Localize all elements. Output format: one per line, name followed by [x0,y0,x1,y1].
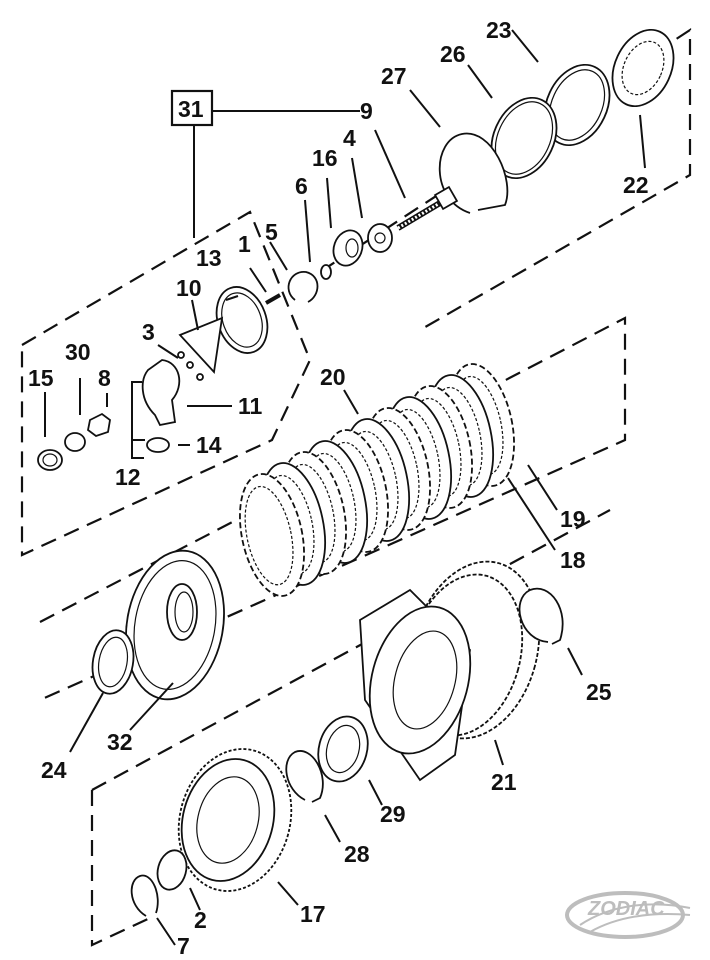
bearing-29 [317,715,369,783]
label-2: 2 [194,907,207,933]
ramp-11 [141,359,181,427]
label-11: 11 [238,393,263,419]
label-27: 27 [381,63,407,89]
kit-label-box [170,89,214,127]
ring-23 [543,63,611,147]
label-14: 14 [196,432,222,458]
label-15: 15 [28,365,54,391]
label-17: 17 [300,901,326,927]
retaining-ring-5 [287,271,319,303]
boundary-hub-group [90,509,611,947]
label-9a: 9 [360,98,373,124]
spring-15 [37,449,63,471]
logo-text: ZODIAC [587,898,665,920]
label-3: 3 [142,319,155,345]
label-22: 22 [623,172,649,198]
balls-3 [177,351,204,381]
retainer-16 [332,229,364,267]
label-10: 10 [176,275,202,301]
label-13: 13 [196,245,222,271]
retaining-ring-7 [130,874,159,917]
kit-31-callout: 31 [170,89,360,238]
gasket-13 [215,286,269,354]
label-26: 26 [440,41,466,67]
label-1: 1 [238,231,251,257]
retaining-ring-25 [518,587,564,645]
label-30: 30 [65,339,91,365]
bearing-4 [367,223,393,253]
label-16: 16 [312,145,338,171]
label-21: 21 [491,769,517,795]
screw-1 [265,293,281,305]
label-29: 29 [380,801,406,827]
part-labels: 23 26 27 9 4 16 6 22 5 1 13 10 3 30 15 8… [28,17,649,959]
ring-2 [156,849,188,891]
label-5: 5 [265,219,278,245]
label-24: 24 [41,757,67,783]
bearing-24 [91,629,135,695]
label-23: 23 [486,17,512,43]
zodiac-logo: ZODIAC [565,891,691,939]
cover-plate-10 [178,316,224,374]
bracket-12 [131,381,145,459]
nut-8 [87,412,111,438]
clutch-plate-inner-teeth [244,485,294,586]
kit-label: 31 [178,96,204,122]
adjuster-30 [64,432,86,452]
label-4: 4 [343,125,356,151]
washer-6 [320,264,332,280]
label-28: 28 [344,841,370,867]
clutch-pack [239,363,515,597]
pressure-plate-32 [125,549,225,701]
leader-lines [44,29,646,946]
label-18: 18 [560,547,586,573]
ring-22-plate [611,28,675,108]
label-8: 8 [98,365,111,391]
retaining-ring-28 [285,750,324,803]
label-25: 25 [586,679,612,705]
adjusting-screw-9 [396,185,459,231]
label-20: 20 [320,364,346,390]
clutch-shell-21 [359,560,541,782]
label-7: 7 [177,933,190,959]
label-12: 12 [115,464,141,490]
label-32: 32 [107,729,133,755]
label-6: 6 [295,173,308,199]
coupling-14 [146,437,170,453]
hub-17 [177,748,293,892]
label-19: 19 [560,506,586,532]
ring-26 [490,96,558,180]
